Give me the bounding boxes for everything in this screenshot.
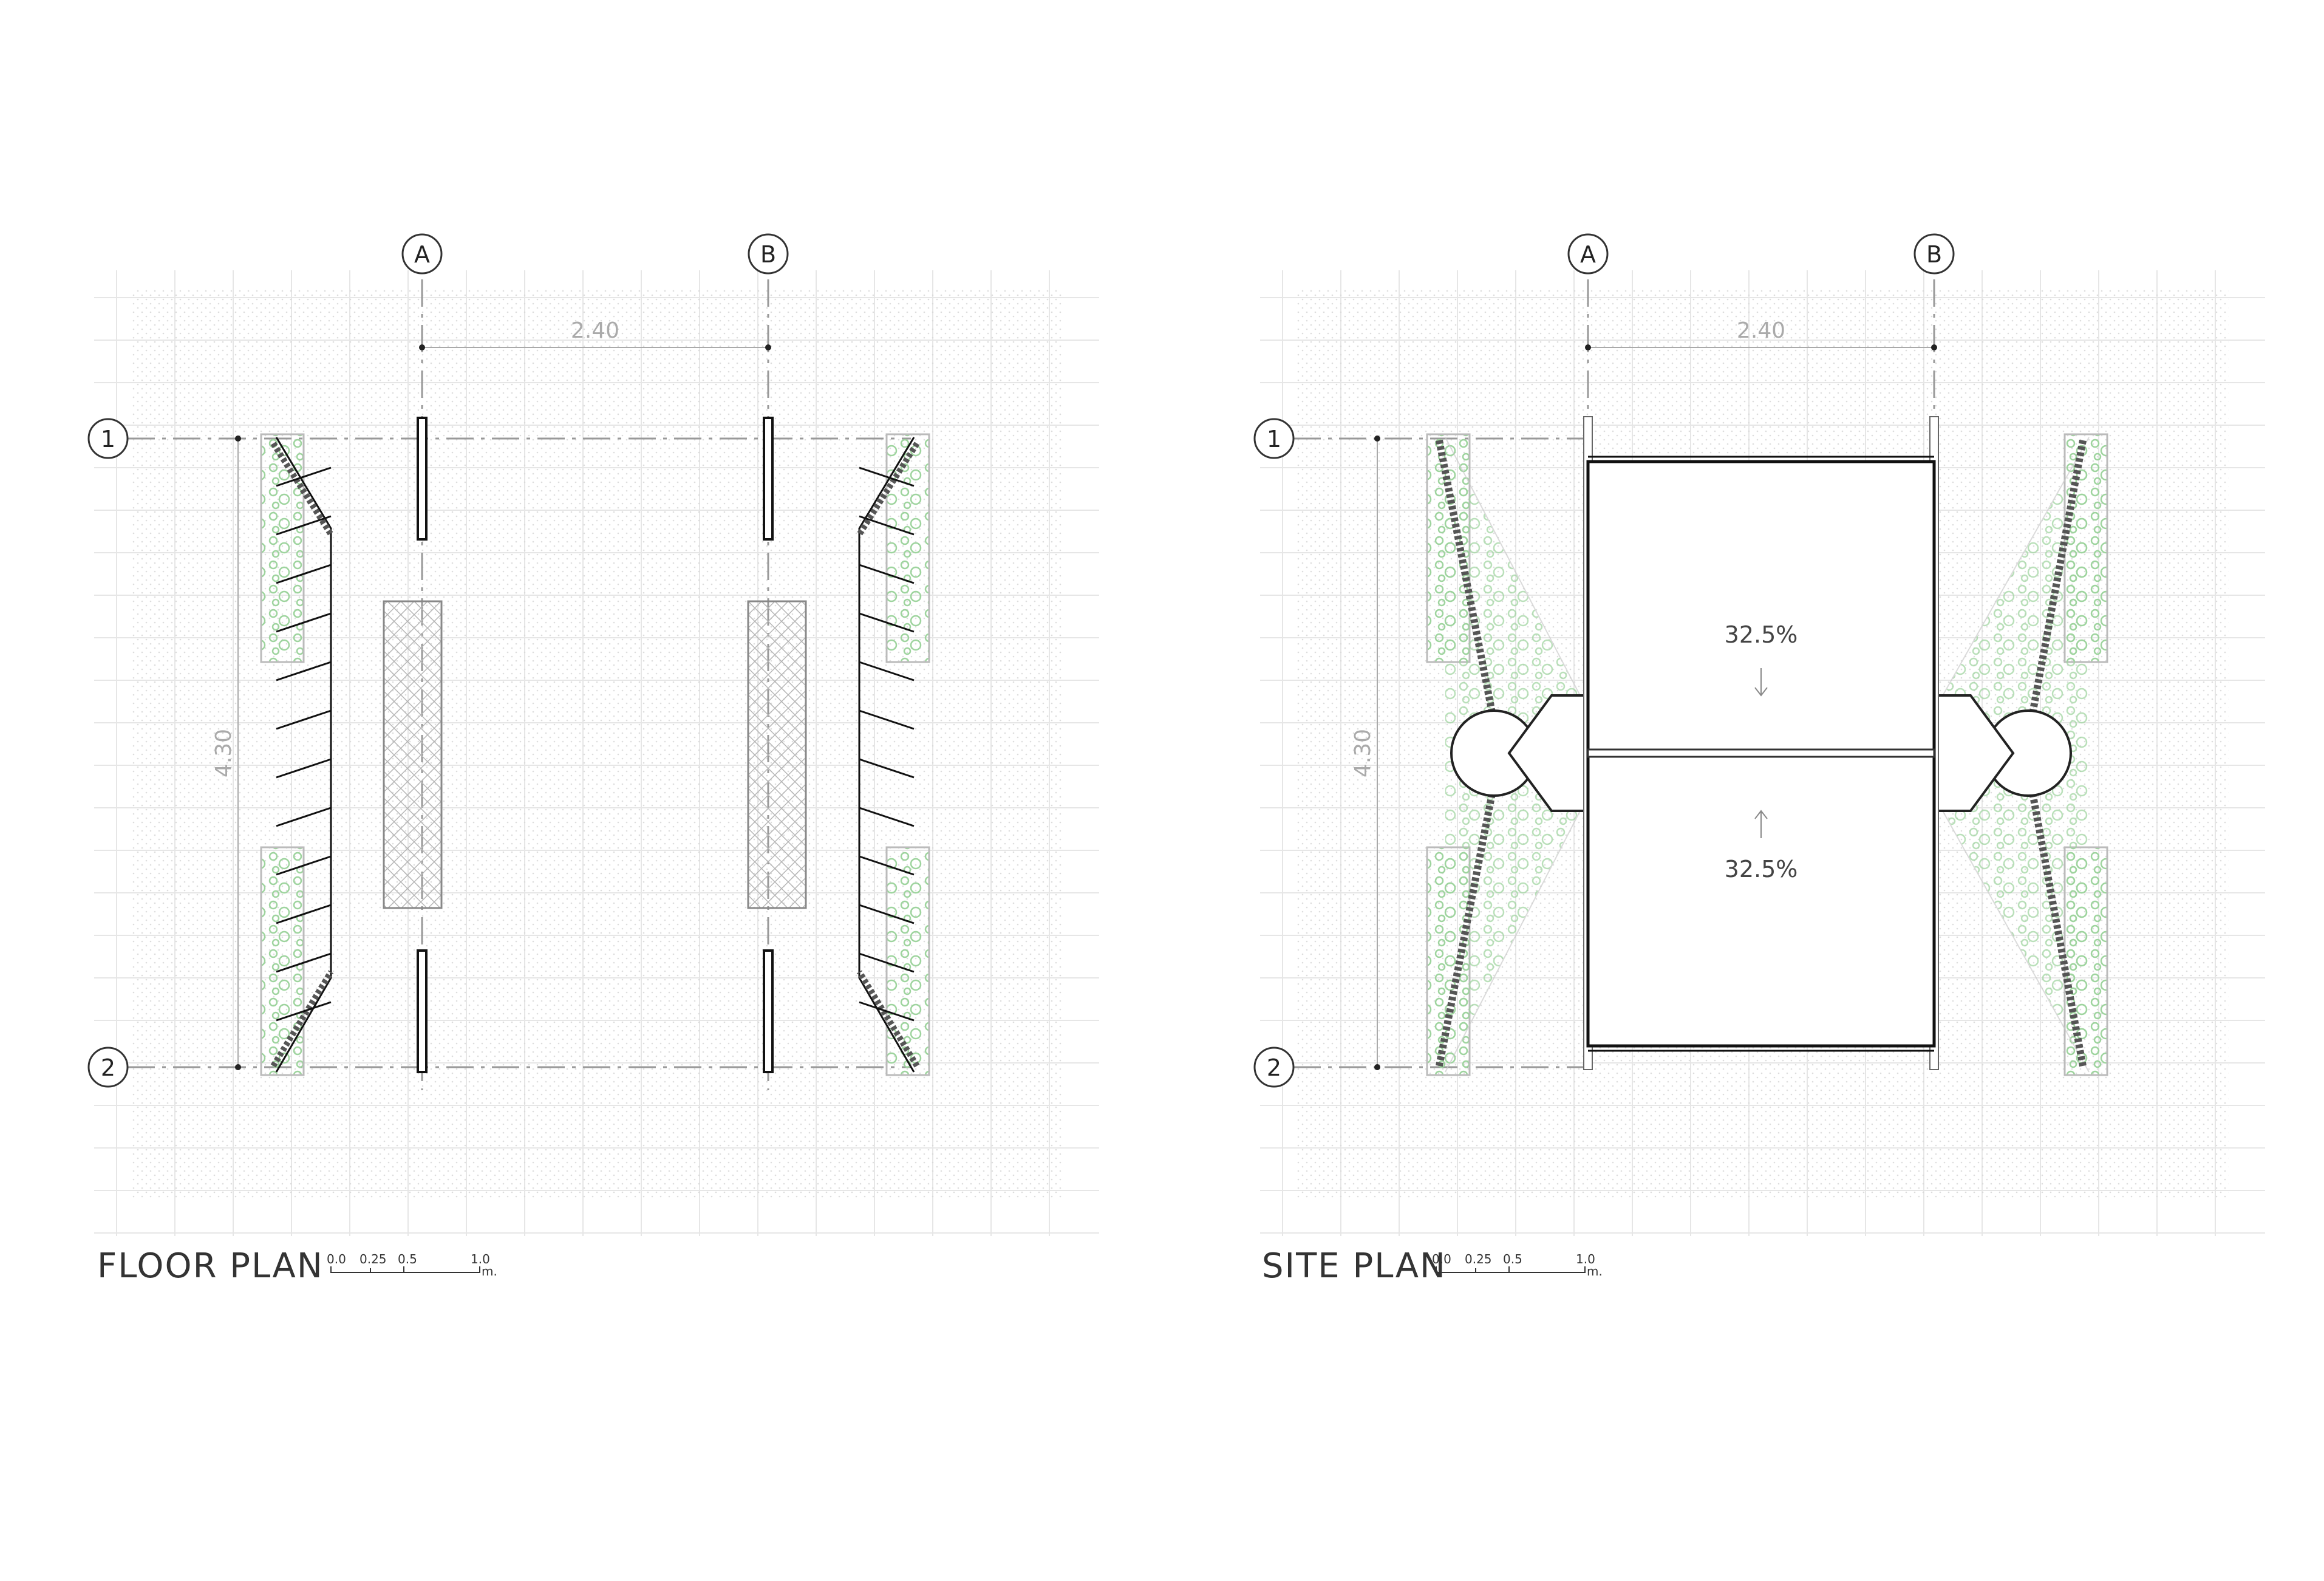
scale-bar: 0.0 0.25 0.5 1.0 m. — [1432, 1252, 1603, 1279]
slope-arrow-down-icon — [1754, 668, 1768, 697]
dimension-depth: 4.30 — [1351, 435, 1380, 1070]
svg-text:1: 1 — [1267, 426, 1281, 452]
roof: 32.5% 32.5% — [1583, 416, 1939, 1070]
svg-text:1: 1 — [101, 426, 115, 452]
svg-text:A: A — [1580, 241, 1596, 268]
svg-text:0.0: 0.0 — [327, 1252, 346, 1266]
roof-slope-bottom: 32.5% — [1725, 856, 1798, 883]
dimension-depth: 4.30 — [211, 435, 241, 1070]
svg-text:1.0: 1.0 — [471, 1252, 490, 1266]
svg-text:m.: m. — [482, 1264, 497, 1279]
grid-bubble-1: 1 — [1253, 418, 1295, 459]
scale-bar: 0.0 0.25 0.5 1.0 m. — [327, 1252, 497, 1279]
bench-left — [383, 600, 443, 909]
posts — [417, 417, 774, 1073]
floor-plan: 2.40 4.30 A B 1 2 — [87, 233, 1099, 1286]
depth-dimension-label: 4.30 — [211, 729, 236, 777]
svg-text:2: 2 — [1267, 1054, 1281, 1081]
roof-ridge — [1587, 748, 1935, 758]
slope-arrow-up-icon — [1754, 810, 1768, 838]
grid-bubble-a: A — [1567, 233, 1609, 275]
grid-bubble-b: B — [1913, 233, 1955, 275]
svg-text:0.25: 0.25 — [1465, 1252, 1492, 1266]
drawing-title: SITE PLAN — [1262, 1246, 1447, 1286]
roof-slope-top: 32.5% — [1725, 621, 1798, 648]
grid-bubble-a: A — [401, 233, 443, 275]
dimension-width: 2.40 — [1585, 318, 1937, 350]
svg-text:B: B — [1926, 241, 1942, 268]
side-pod-left — [1450, 694, 1588, 812]
grid-bubble-2: 2 — [1253, 1047, 1295, 1088]
svg-text:B: B — [760, 241, 776, 268]
grid-bubble-1: 1 — [87, 418, 129, 459]
planter-left — [260, 433, 334, 1076]
svg-text:2: 2 — [101, 1054, 115, 1081]
depth-dimension-label: 4.30 — [1351, 729, 1375, 777]
svg-text:1.0: 1.0 — [1576, 1252, 1595, 1266]
site-plan: 2.40 4.30 A B 1 2 — [1253, 233, 2265, 1286]
grid-bubble-b: B — [748, 233, 789, 275]
bench-right — [747, 600, 807, 909]
svg-text:0.5: 0.5 — [398, 1252, 417, 1266]
svg-text:m.: m. — [1587, 1264, 1603, 1279]
width-dimension-label: 2.40 — [571, 318, 619, 343]
svg-text:A: A — [414, 241, 430, 268]
width-dimension-label: 2.40 — [1737, 318, 1785, 343]
svg-text:0.5: 0.5 — [1503, 1252, 1522, 1266]
grid-bubble-2: 2 — [87, 1047, 129, 1088]
svg-text:0.0: 0.0 — [1432, 1252, 1451, 1266]
drawing-title: FLOOR PLAN — [97, 1246, 324, 1286]
svg-text:0.25: 0.25 — [360, 1252, 387, 1266]
planter-right — [856, 433, 930, 1076]
dimension-width: 2.40 — [419, 318, 771, 350]
side-pod-right — [1934, 694, 2072, 812]
